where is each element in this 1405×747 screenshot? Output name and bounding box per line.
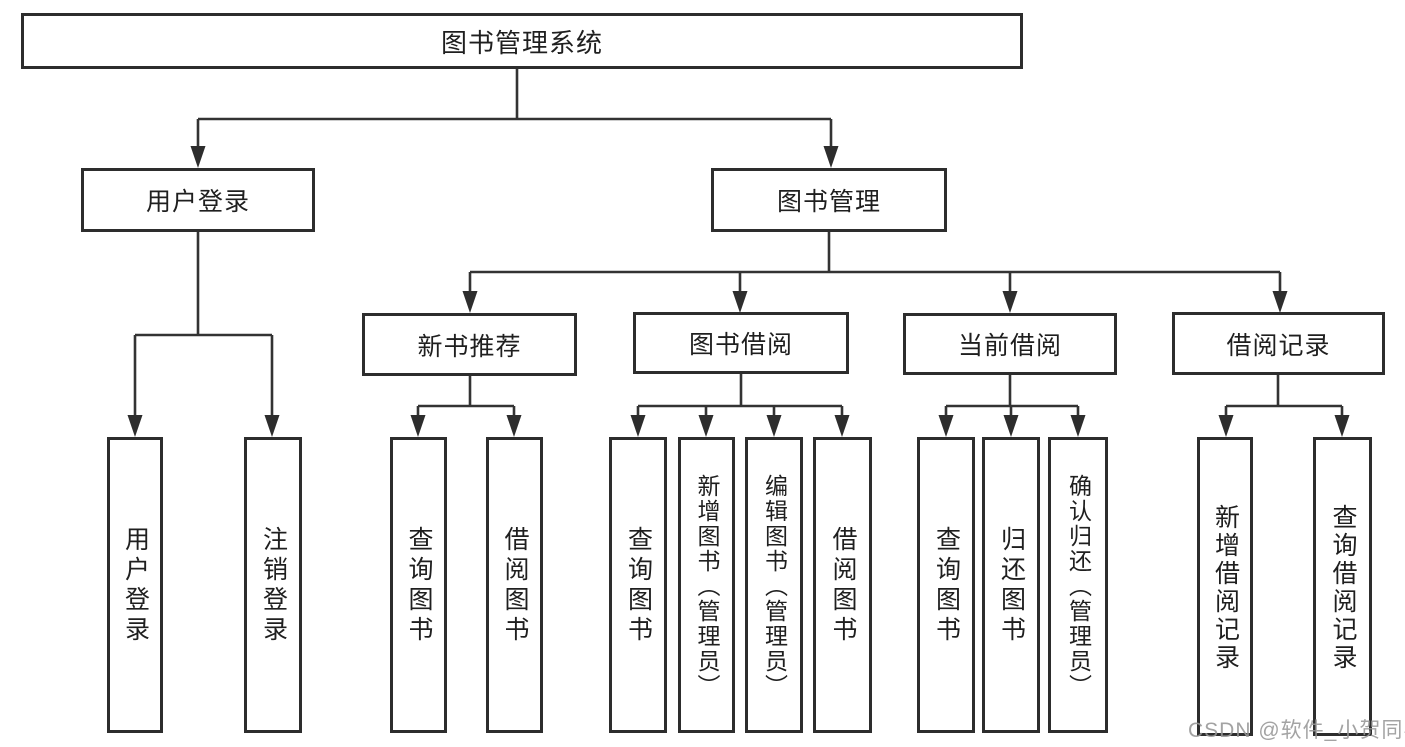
leaf-user-login: 用户登录 <box>107 437 163 733</box>
leaf-borrow-books-recommend: 借阅图书 <box>486 437 543 733</box>
leaf-add-books-admin: 新增图书（管理员） <box>678 437 735 733</box>
node-book-borrowing: 图书借阅 <box>633 312 849 374</box>
node-borrowing-records: 借阅记录 <box>1172 312 1385 375</box>
node-root-library-management-system: 图书管理系统 <box>21 13 1023 69</box>
leaf-edit-books-admin: 编辑图书（管理员） <box>745 437 803 733</box>
leaf-return-books: 归还图书 <box>982 437 1040 733</box>
node-user-login-branch: 用户登录 <box>81 168 315 232</box>
leaf-logout: 注销登录 <box>244 437 302 733</box>
leaf-query-books-current: 查询图书 <box>917 437 975 733</box>
node-book-management-branch: 图书管理 <box>711 168 947 232</box>
node-new-book-recommendation: 新书推荐 <box>362 313 577 376</box>
leaf-query-books-recommend: 查询图书 <box>390 437 447 733</box>
leaf-add-borrow-record: 新增借阅记录 <box>1197 437 1253 736</box>
leaf-confirm-return-admin: 确认归还（管理员） <box>1048 437 1108 733</box>
arrowheads <box>127 146 1350 437</box>
leaf-query-borrow-record: 查询借阅记录 <box>1313 437 1372 736</box>
node-current-borrowing: 当前借阅 <box>903 313 1117 375</box>
csdn-watermark: CSDN @软件_小贺同学 <box>1188 719 1405 742</box>
leaf-borrow-books: 借阅图书 <box>813 437 872 733</box>
leaf-query-books-borrowing: 查询图书 <box>609 437 667 733</box>
